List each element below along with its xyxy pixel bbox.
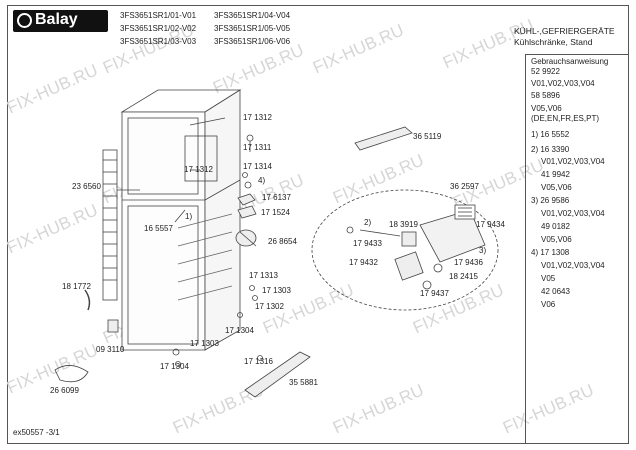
part-label: 17 1313: [249, 271, 278, 280]
sidebar-line: 52 9922: [531, 67, 560, 76]
sidebar-line: 58 5896: [531, 91, 560, 100]
sidebar-line: V01,V02,V03,V04: [531, 79, 595, 88]
part-label: 17 1303: [262, 286, 291, 295]
part-label: 3): [479, 246, 487, 255]
part-label: 17 1316: [244, 357, 273, 366]
sidebar-top-divider: [525, 54, 629, 55]
screw-part: [246, 134, 254, 142]
part-label: 16 5557: [144, 224, 173, 233]
thermostat-assembly-outline: [311, 189, 499, 311]
sidebar-line: 49 0182: [541, 222, 570, 231]
sidebar-line: V01,V02,V03,V04: [541, 261, 605, 270]
info-sidebar: Gebrauchsanweisung 52 9922 V01,V02,V03,V…: [525, 54, 629, 444]
sidebar-line: 4) 17 1308: [531, 248, 570, 257]
sidebar-line: V01,V02,V03,V04: [541, 157, 605, 166]
sidebar-line: V01,V02,V03,V04: [541, 209, 605, 218]
part-label: 17 1312: [184, 165, 213, 174]
part-label: 17 6137: [262, 193, 291, 202]
part-label: 26 6099: [50, 386, 79, 395]
freezer-shelves: [177, 213, 233, 301]
model-number: 3FS3651SR1/01-V01: [120, 11, 197, 20]
part-label: 17 1311: [243, 143, 272, 152]
model-number: 3FS3651SR1/03-V03: [120, 37, 197, 46]
part-label: 17 1314: [243, 162, 272, 171]
sidebar-line: 42 0643: [541, 287, 570, 296]
part-label: 17 1304: [225, 326, 254, 335]
part-label: 09 3110: [96, 345, 125, 354]
part-label: 2): [364, 218, 372, 227]
part-label: 26 8654: [268, 237, 297, 246]
part-label: 23 6560: [72, 182, 101, 191]
fridge-cabinet: [120, 89, 242, 351]
part-label: 17 9437: [420, 289, 449, 298]
category-title: KÜHL-,GEFRIERGERÄTE: [514, 26, 615, 36]
sidebar-line: 3) 26 9586: [531, 196, 570, 205]
part-label: 17 9433: [353, 239, 382, 248]
logo-ring-icon: [17, 13, 32, 28]
sidebar-line: Gebrauchsanweisung: [531, 57, 609, 66]
model-number: 3FS3651SR1/02-V02: [120, 24, 197, 33]
model-number: 3FS3651SR1/04-V04: [214, 11, 291, 20]
part-label: 17 9432: [349, 258, 378, 267]
part-label: 17 1302: [255, 302, 284, 311]
balay-logo: Balay: [13, 10, 108, 32]
sidebar-line: V05: [541, 274, 556, 283]
sidebar-line: (DE,EN,FR,ES,PT): [531, 114, 600, 123]
sidebar-line: V05,V06: [541, 183, 572, 192]
page-frame: [7, 5, 629, 444]
sidebar-line: 2) 16 3390: [531, 145, 570, 154]
sidebar-line: V06: [541, 300, 556, 309]
diagram-code: ex50557 -3/1: [13, 428, 60, 437]
part-label: 35 5881: [289, 378, 318, 387]
sidebar-line: 41 9942: [541, 170, 570, 179]
condenser-coil: [102, 149, 118, 301]
sidebar-line: V05,V06: [541, 235, 572, 244]
part-label: 36 5119: [413, 132, 442, 141]
category-subtitle: Kühlschränke, Stand: [514, 37, 593, 47]
brand-name: Balay: [35, 11, 78, 28]
handle-part: [354, 126, 413, 151]
model-number: 3FS3651SR1/06-V06: [214, 37, 291, 46]
thermostat-housing: [419, 209, 486, 263]
part-label: 4): [258, 176, 266, 185]
sidebar-line: 1) 16 5552: [531, 130, 570, 139]
part-label: 18 1772: [62, 282, 91, 291]
part-label: 17 9436: [454, 258, 483, 267]
part-label: 17 1524: [261, 208, 290, 217]
part-label: 18 3919: [389, 220, 418, 229]
part-label: 18 2415: [449, 272, 478, 281]
model-number: 3FS3651SR1/05-V05: [214, 24, 291, 33]
part-label: 17 1312: [243, 113, 272, 122]
part-label: 36 2597: [450, 182, 479, 191]
part-label: 1): [185, 212, 193, 221]
part-label: 17 1303: [190, 339, 219, 348]
sidebar-line: V05,V06: [531, 104, 562, 113]
part-label: 17 9434: [476, 220, 505, 229]
part-label: 17 1304: [160, 362, 189, 371]
handle-part: [244, 351, 311, 398]
